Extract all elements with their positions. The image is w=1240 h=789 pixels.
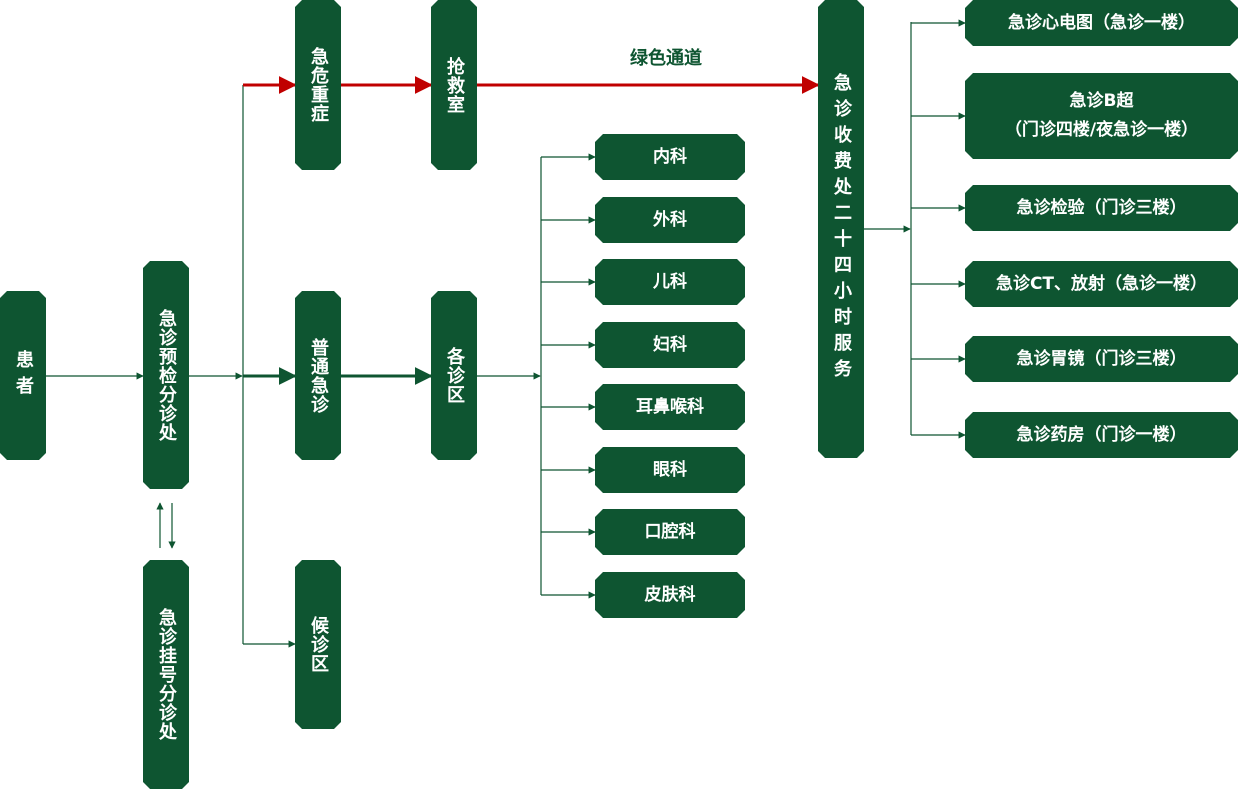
patient-label: 患者	[13, 349, 34, 402]
department-label: 内科	[653, 146, 687, 167]
service-label: 急诊B超	[1069, 91, 1134, 111]
registration-node: 急诊挂号分诊处	[143, 560, 189, 789]
department-node: 眼科	[595, 447, 745, 493]
department-node: 妇科	[595, 322, 745, 368]
service-label: 急诊CT、放射（急诊一楼）	[995, 273, 1208, 294]
registration-label: 急诊挂号分诊处	[156, 608, 177, 741]
waiting-node: 候诊区	[295, 560, 341, 729]
triage-node: 急诊预检分诊处	[143, 261, 189, 489]
department-label: 皮肤科	[644, 584, 696, 605]
rescue-node: 抢救室	[431, 0, 477, 170]
service-label: 急诊检验（门诊三楼）	[1016, 197, 1187, 218]
service-node: 急诊药房（门诊一楼）	[965, 412, 1238, 458]
service-node: 急诊CT、放射（急诊一楼）	[965, 261, 1238, 307]
departments-area-node: 各诊区	[431, 291, 477, 460]
departments-area-label: 各诊区	[444, 347, 465, 404]
department-label: 外科	[653, 209, 687, 230]
waiting-label: 候诊区	[308, 616, 329, 673]
department-node: 儿科	[595, 259, 745, 305]
department-node: 耳鼻喉科	[595, 384, 745, 430]
department-label: 耳鼻喉科	[636, 396, 704, 417]
cashier-node: 急诊收费处二十四小时服务	[818, 0, 864, 458]
department-label: 眼科	[653, 459, 687, 480]
patient-node: 患者	[0, 291, 46, 460]
critical-label: 急危重症	[308, 47, 329, 123]
green-channel-label: 绿色通道	[630, 48, 702, 69]
department-node: 内科	[595, 134, 745, 180]
service-sublabel: （门诊四楼/夜急诊一楼）	[1004, 120, 1199, 140]
department-node: 外科	[595, 197, 745, 243]
department-node: 皮肤科	[595, 572, 745, 618]
general-node: 普通急诊	[295, 291, 341, 460]
service-label: 急诊药房（门诊一楼）	[1016, 424, 1187, 445]
service-label: 急诊胃镜（门诊三楼）	[1016, 348, 1187, 369]
department-label: 儿科	[653, 271, 687, 292]
department-label: 口腔科	[644, 521, 696, 542]
general-label: 普通急诊	[308, 337, 329, 414]
department-node: 口腔科	[595, 509, 745, 555]
service-label: 急诊心电图（急诊一楼）	[1008, 12, 1195, 33]
department-label: 妇科	[653, 334, 687, 355]
triage-label: 急诊预检分诊处	[156, 308, 177, 442]
service-node: 急诊胃镜（门诊三楼）	[965, 336, 1238, 382]
cashier-label: 急诊收费处二十四小时服务	[831, 73, 852, 385]
service-node: 急诊检验（门诊三楼）	[965, 185, 1238, 231]
service-node: 急诊B超 （门诊四楼/夜急诊一楼）	[965, 73, 1238, 159]
rescue-label: 抢救室	[444, 56, 465, 114]
critical-node: 急危重症	[295, 0, 341, 170]
service-node: 急诊心电图（急诊一楼）	[965, 0, 1238, 46]
